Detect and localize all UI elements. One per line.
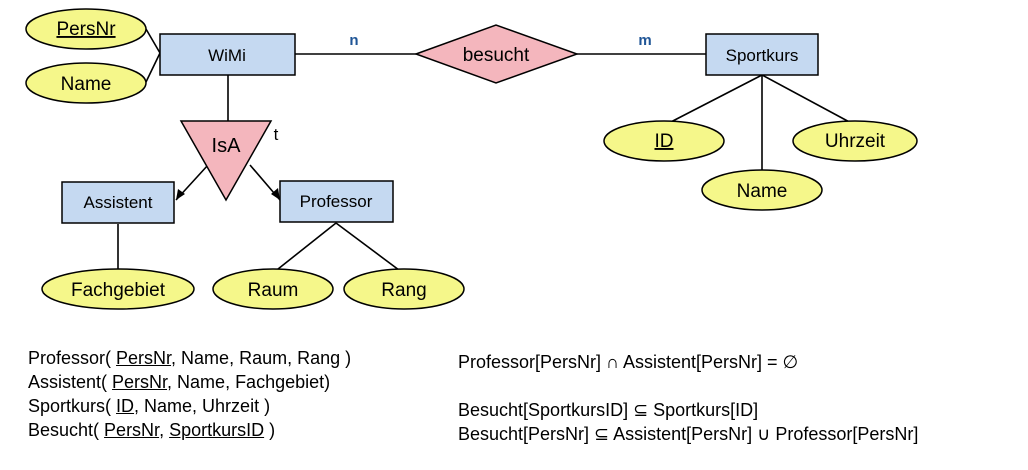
entity-sportkurs-label: Sportkurs: [726, 46, 799, 65]
schema-besucht-key2: SportkursID: [169, 420, 265, 440]
line-professor-raum: [272, 222, 337, 274]
constraint-fk-sportkurs: Besucht[SportkursID] ⊆ Sportkurs[ID]: [458, 400, 759, 420]
entity-assistent: [61, 181, 175, 224]
line-wimi-name: [145, 52, 161, 83]
schema-assistent-attrs: , Name, Fachgebiet): [167, 372, 331, 392]
constraint-disjoint: Professor[PersNr] ∩ Assistent[PersNr] = …: [458, 352, 799, 372]
attribute-professor-raum-label: Raum: [248, 280, 299, 301]
attribute-professor-rang: [343, 268, 465, 310]
attribute-assistent-fachgebiet-label: Fachgebiet: [71, 280, 166, 301]
line-sportkurs-id: [664, 74, 763, 126]
entity-wimi: [159, 33, 296, 76]
isa-label: IsA: [212, 135, 242, 157]
attribute-assistent-fachgebiet: [41, 268, 195, 310]
attribute-sportkurs-name-label: Name: [737, 181, 788, 202]
attribute-sportkurs-uhrzeit-label: Uhrzeit: [825, 131, 886, 152]
entity-sportkurs: [705, 33, 819, 76]
line-professor-rang: [335, 222, 404, 274]
schema-assistent: Assistent( PersNr, Name, Fachgebiet): [28, 370, 351, 394]
schema-professor-name: Professor(: [28, 348, 117, 368]
schema-sportkurs-key: ID: [116, 396, 135, 416]
schema-professor-attrs: , Name, Raum, Rang ): [171, 348, 352, 368]
attribute-wimi-persnr: [25, 8, 147, 50]
integrity-constraints: Professor[PersNr] ∩ Assistent[PersNr] = …: [458, 350, 918, 446]
attribute-sportkurs-name: [701, 169, 823, 211]
attribute-sportkurs-id: [603, 120, 725, 162]
constraint-spacer: [458, 374, 918, 398]
schema-besucht-sep: ,: [159, 420, 170, 440]
attribute-wimi-persnr-label: PersNr: [56, 19, 116, 40]
connectors: [117, 28, 856, 274]
isa-total-marker: t: [274, 125, 279, 144]
line-sportkurs-uhrzeit: [761, 74, 856, 126]
attribute-wimi-name-label: Name: [61, 74, 112, 95]
constraint-fk-persnr: Besucht[PersNr] ⊆ Assistent[PersNr] ∪ Pr…: [458, 424, 919, 444]
arrowhead-professor: [271, 188, 280, 200]
schema-sportkurs: Sportkurs( ID, Name, Uhrzeit ): [28, 394, 351, 418]
schema-assistent-key: PersNr: [112, 372, 168, 392]
cardinality-n: n: [349, 32, 358, 49]
er-diagram: WiMi Sportkurs Assistent Professor besuc…: [25, 8, 918, 310]
entity-professor: [279, 180, 394, 223]
cardinality-m: m: [638, 32, 651, 49]
schema-professor-key: PersNr: [116, 348, 172, 368]
schema-sportkurs-name: Sportkurs(: [28, 396, 117, 416]
schema-assistent-name: Assistent(: [28, 372, 113, 392]
entity-professor-label: Professor: [300, 192, 373, 211]
schema-besucht-key1: PersNr: [104, 420, 160, 440]
arrowhead-assistent: [176, 189, 185, 200]
entity-assistent-label: Assistent: [84, 193, 153, 212]
relationship-besucht-label: besucht: [463, 45, 530, 66]
attribute-professor-rang-label: Rang: [381, 280, 426, 301]
relational-schema: Professor( PersNr, Name, Raum, Rang ) As…: [28, 346, 351, 442]
attribute-professor-raum: [212, 268, 334, 310]
schema-besucht-close: ): [264, 420, 276, 440]
attribute-sportkurs-uhrzeit: [792, 120, 918, 162]
attribute-wimi-name: [25, 62, 147, 104]
attribute-sportkurs-id-label: ID: [655, 131, 674, 152]
line-wimi-persnr: [145, 28, 161, 54]
entity-wimi-label: WiMi: [208, 46, 246, 65]
schema-besucht-name: Besucht(: [28, 420, 105, 440]
relationship-besucht: [413, 24, 580, 84]
schema-professor: Professor( PersNr, Name, Raum, Rang ): [28, 346, 351, 370]
schema-besucht: Besucht( PersNr, SportkursID ): [28, 418, 351, 442]
schema-sportkurs-attrs: , Name, Uhrzeit ): [134, 396, 271, 416]
isa-triangle: [179, 120, 273, 202]
